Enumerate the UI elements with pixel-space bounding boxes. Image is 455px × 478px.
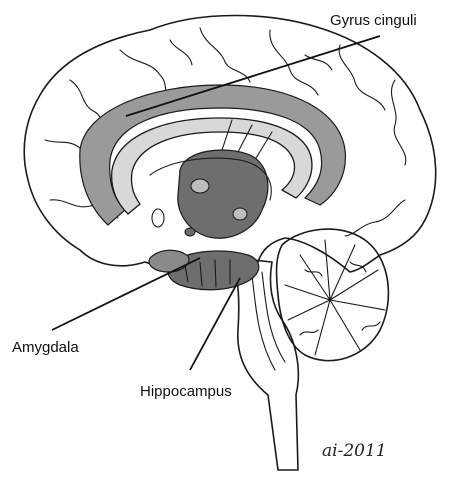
thalamic-nucleus <box>191 179 209 193</box>
mammillary-body <box>233 208 247 220</box>
label-gyrus-cinguli: Gyrus cinguli <box>330 12 417 29</box>
anterior-commissure <box>152 209 164 227</box>
brainstem-lines <box>252 272 285 370</box>
artist-signature: ai-2011 <box>322 441 387 461</box>
leader-hippocampus <box>190 278 240 370</box>
leader-amygdala <box>52 258 200 330</box>
label-amygdala: Amygdala <box>12 339 79 356</box>
amygdala-structure <box>149 250 189 272</box>
brainstem <box>232 258 298 470</box>
optic-chiasm <box>185 228 195 236</box>
label-hippocampus: Hippocampus <box>140 383 232 400</box>
thalamus-region <box>178 150 268 238</box>
arbor-vitae <box>285 240 385 355</box>
